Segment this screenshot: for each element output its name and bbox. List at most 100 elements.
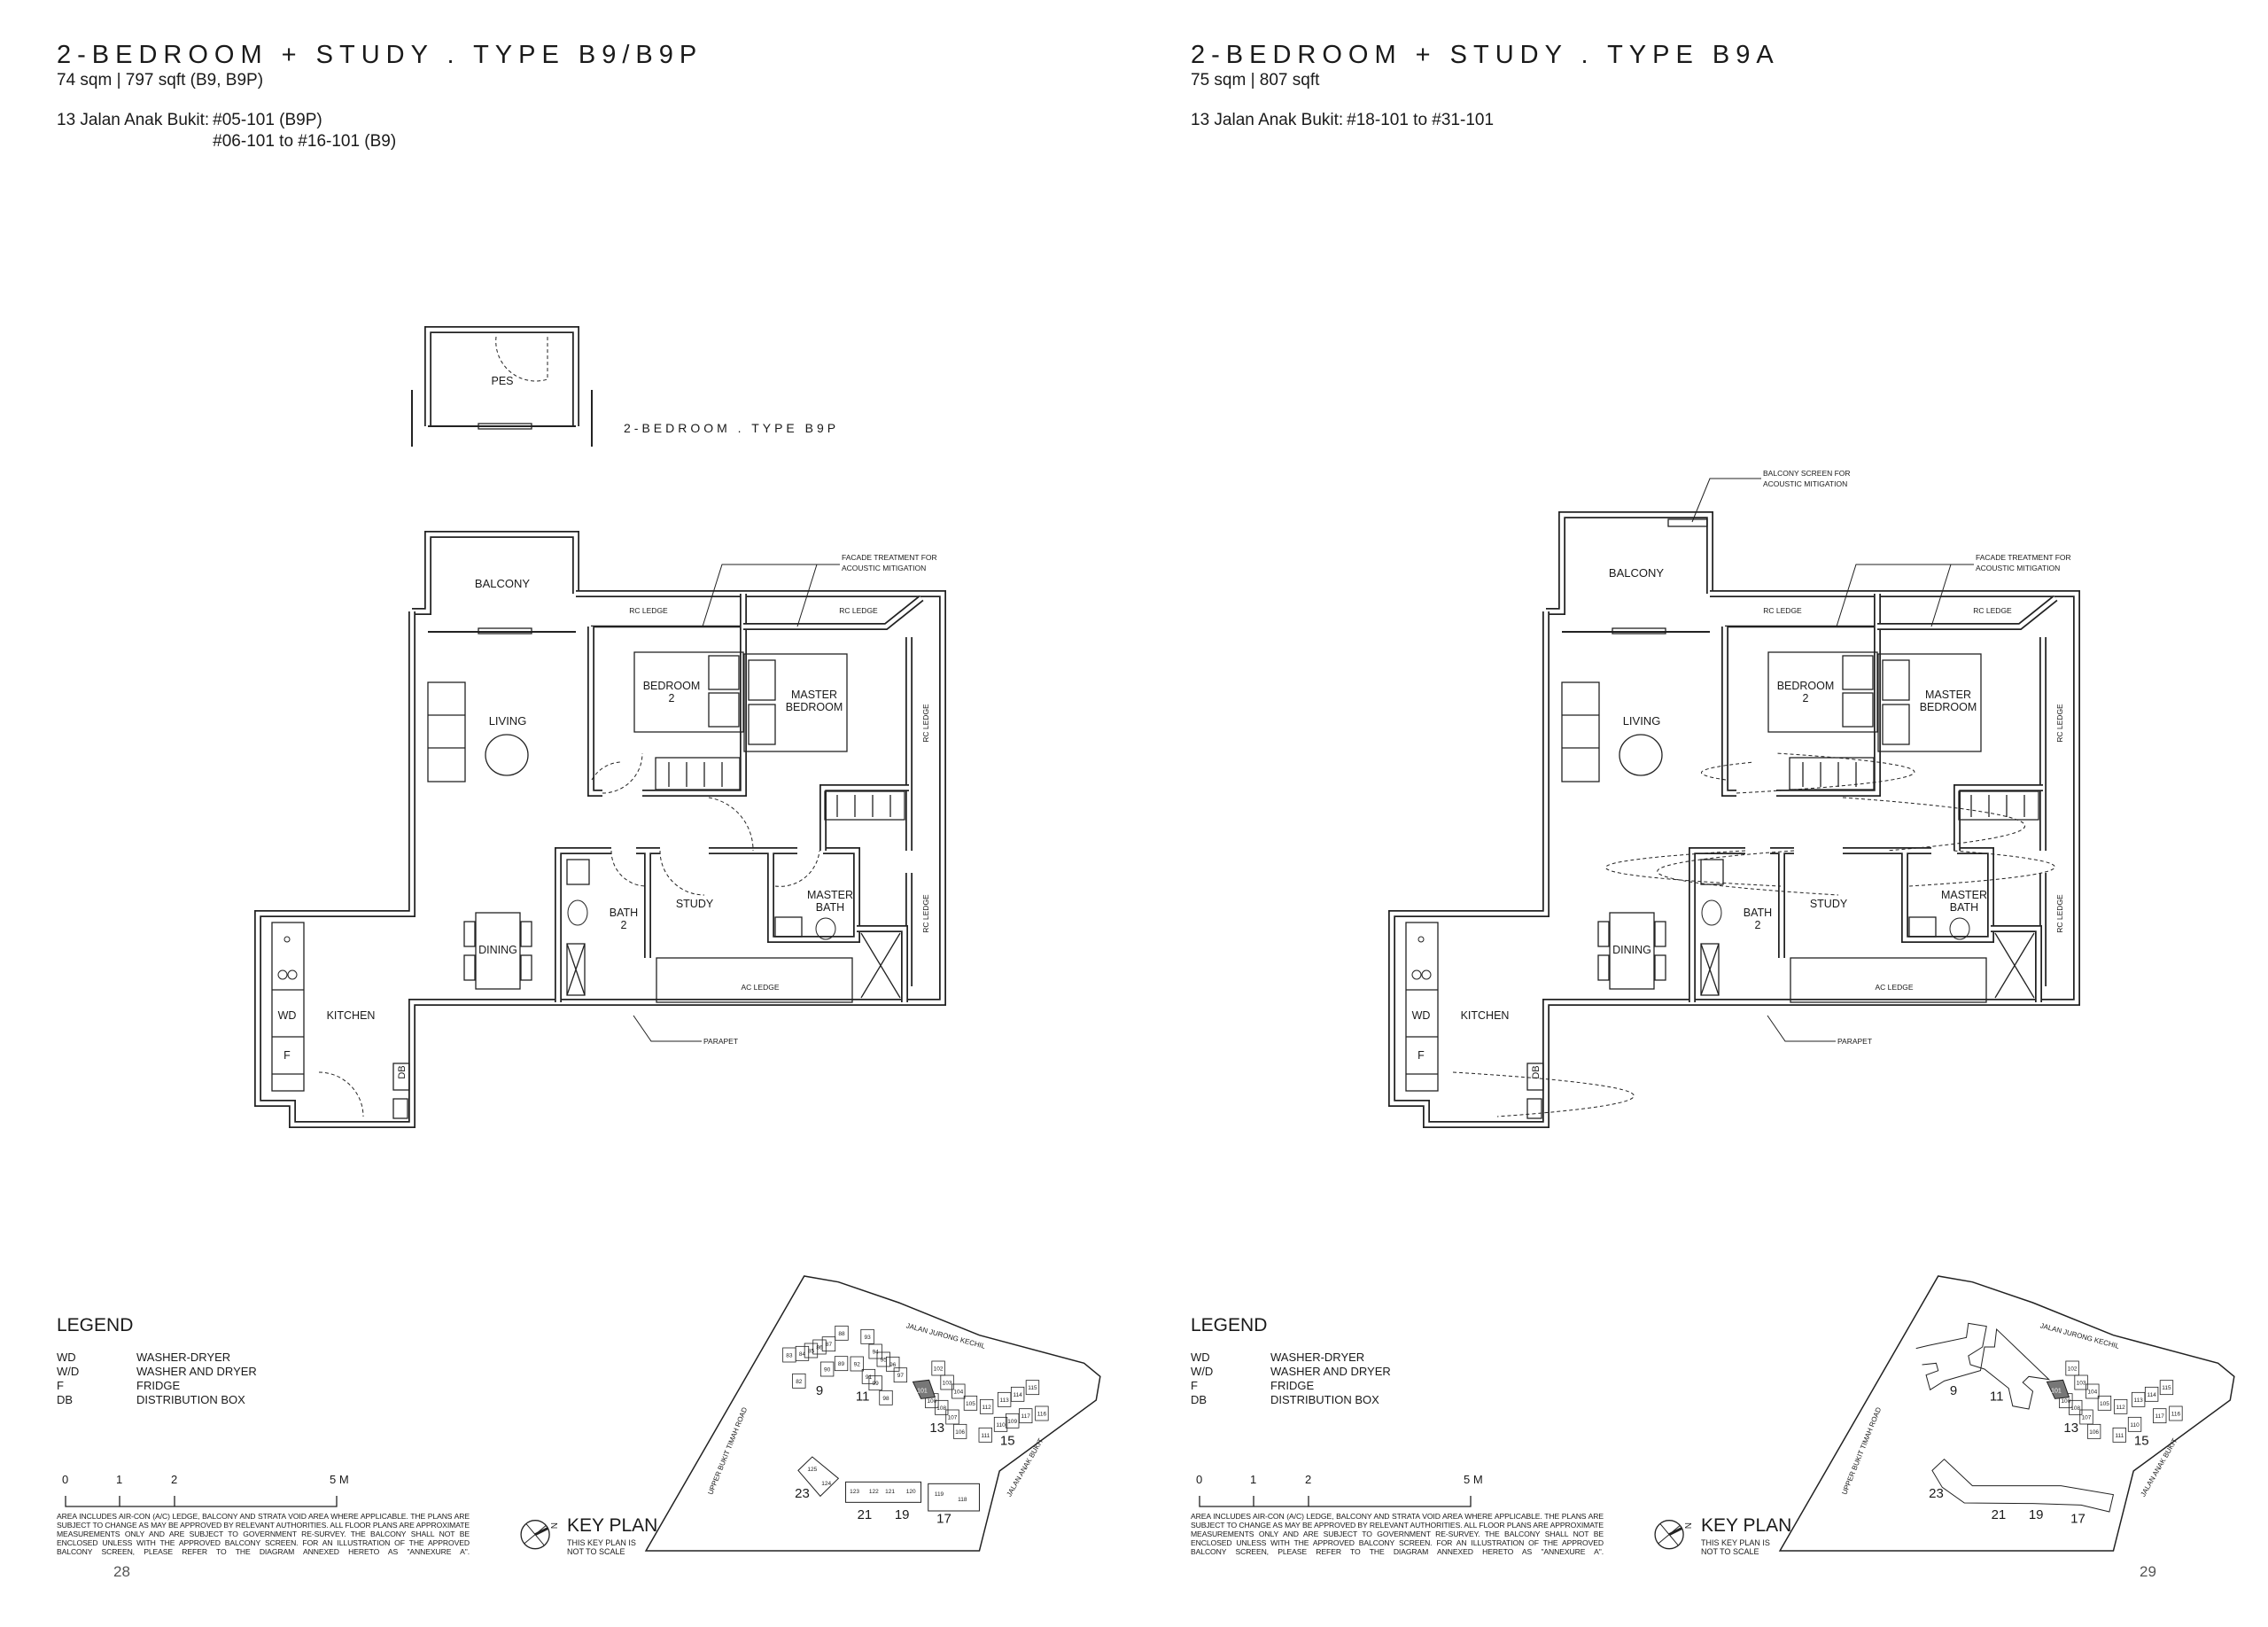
wardrobe-wall-inner [820, 785, 909, 851]
block-number: 11 [1990, 1390, 2004, 1405]
unit-number: 117 [1021, 1413, 1031, 1420]
site-boundary [644, 1275, 1101, 1552]
block-number: 9 [1950, 1383, 1957, 1398]
unit-number: 103 [2077, 1381, 2086, 1387]
db-box [1526, 1063, 1544, 1091]
legend-code: W/D [1191, 1365, 1214, 1378]
legend-code: W/D [57, 1365, 80, 1378]
room-label-master-bedroom: BEDROOM [786, 701, 843, 713]
pillow [1882, 704, 1910, 745]
dining-chair [520, 921, 532, 947]
shower-master-x [1994, 932, 2035, 999]
block-17-23-outline [1931, 1458, 2115, 1513]
parapet-label: PARAPET [703, 1037, 738, 1046]
unit-number: 124 [821, 1481, 831, 1487]
room-label-bath2: BATH [1744, 907, 1772, 919]
block-number: 19 [2029, 1507, 2044, 1522]
unit-number: 113 [999, 1397, 1009, 1404]
block-number: 23 [1929, 1486, 1944, 1501]
unit-number: 102 [934, 1366, 944, 1373]
wd-label: WD [278, 1009, 297, 1022]
scale-bar [1199, 1496, 1472, 1507]
unit-number: 94 [873, 1350, 880, 1356]
unit-number: 109 [1007, 1419, 1017, 1425]
address-line: #05-101 (B9P) [213, 111, 322, 129]
legend-code: DB [1191, 1393, 1208, 1406]
block-number: 15 [2134, 1434, 2149, 1449]
unit-outline [1019, 1408, 1033, 1424]
unit-area: 74 sqm | 797 sqft (B9, B9P) [57, 71, 264, 90]
hob-icon [287, 969, 298, 980]
hob-icon [277, 969, 288, 980]
disclaimer: AREA INCLUDES AIR-CON (A/C) LEDGE, BALCO… [57, 1512, 470, 1556]
unit-outline [2097, 1395, 2112, 1411]
legend-code: F [57, 1379, 64, 1392]
keyplan-subtitle-line: NOT TO SCALE [567, 1547, 625, 1556]
door-swing-master-bath [774, 850, 820, 887]
block-number: 21 [858, 1507, 873, 1522]
scale-bar [65, 1496, 338, 1507]
unit-number: 98 [882, 1396, 889, 1402]
unit-number: 85 [808, 1349, 815, 1355]
unit-number: 96 [889, 1362, 897, 1368]
compass-cross [524, 1523, 547, 1545]
pes-door [478, 423, 532, 430]
facade-note: ACOUSTIC MITIGATION [1976, 564, 2060, 572]
toilet-bath2 [567, 899, 588, 926]
exterior-wall [254, 590, 946, 1128]
room-label-balcony: BALCONY [1609, 566, 1664, 580]
door-swing-kitchen [318, 1071, 364, 1117]
rc-ledge-label: RC LEDGE [1973, 606, 2012, 615]
door-swing-bath2 [610, 850, 648, 887]
room-label-bedroom2: BEDROOM [1777, 680, 1835, 692]
unit-outline [886, 1356, 900, 1372]
bath-study-walls [1689, 847, 1994, 1002]
keyplan-subtitle-line: THIS KEY PLAN IS [1701, 1538, 1770, 1547]
unit-number: 106 [955, 1429, 965, 1436]
room-label-bedroom2: 2 [1803, 692, 1809, 705]
north-label: N [1684, 1522, 1694, 1529]
unit-number: 125 [807, 1467, 817, 1473]
unit-outline [2074, 1374, 2088, 1390]
sliding-door [478, 627, 532, 634]
wardrobe-master [824, 790, 905, 821]
legend-title: LEGEND [57, 1315, 134, 1335]
unit-number: 106 [2089, 1429, 2099, 1436]
keyplan-subtitle-line: NOT TO SCALE [1701, 1547, 1759, 1556]
ac-ledge-label: AC LEDGE [742, 983, 780, 992]
address-line: #18-101 to #31-101 [1347, 111, 1495, 129]
room-label-kitchen: KITCHEN [1461, 1009, 1510, 1022]
room-label-bedroom2: BEDROOM [643, 680, 701, 692]
facade-leader [1836, 564, 1974, 627]
unit-number: 87 [826, 1342, 833, 1348]
room-label-kitchen: KITCHEN [327, 1009, 376, 1022]
dining-table [1609, 912, 1655, 990]
unit-outline [868, 1343, 882, 1359]
address-label: 13 Jalan Anak Bukit: [1191, 111, 1344, 129]
unit-outline [861, 1368, 876, 1384]
ac-ledge [656, 957, 853, 1003]
unit-outline [2131, 1391, 2146, 1407]
dining-chair [1597, 921, 1610, 947]
fridge-label: F [284, 1049, 291, 1062]
parapet-leader [633, 1015, 702, 1042]
facade-note: FACADE TREATMENT FOR [842, 553, 937, 562]
road-label: JALAN JURONG KECHIL [2039, 1321, 2121, 1351]
block-number: 17 [936, 1511, 951, 1526]
pes-lines [411, 390, 593, 447]
variant-label: 2-BEDROOM . TYPE B9P [624, 421, 839, 435]
unit-outline [860, 1328, 874, 1344]
unit-outline [951, 1383, 966, 1399]
shower-wall-inner [857, 926, 907, 1002]
fridge-label: F [1418, 1049, 1425, 1062]
dining-chair [520, 954, 532, 981]
room-label-master-bath: MASTER [1941, 889, 1987, 901]
sink-icon [1418, 936, 1425, 943]
unit-outline [2169, 1405, 2183, 1421]
bed-bedroom2 [1767, 651, 1878, 733]
unit-number: 82 [796, 1379, 803, 1385]
balcony-screen-note: BALCONY SCREEN FOR [1763, 469, 1851, 478]
unit-outline [1025, 1380, 1040, 1396]
